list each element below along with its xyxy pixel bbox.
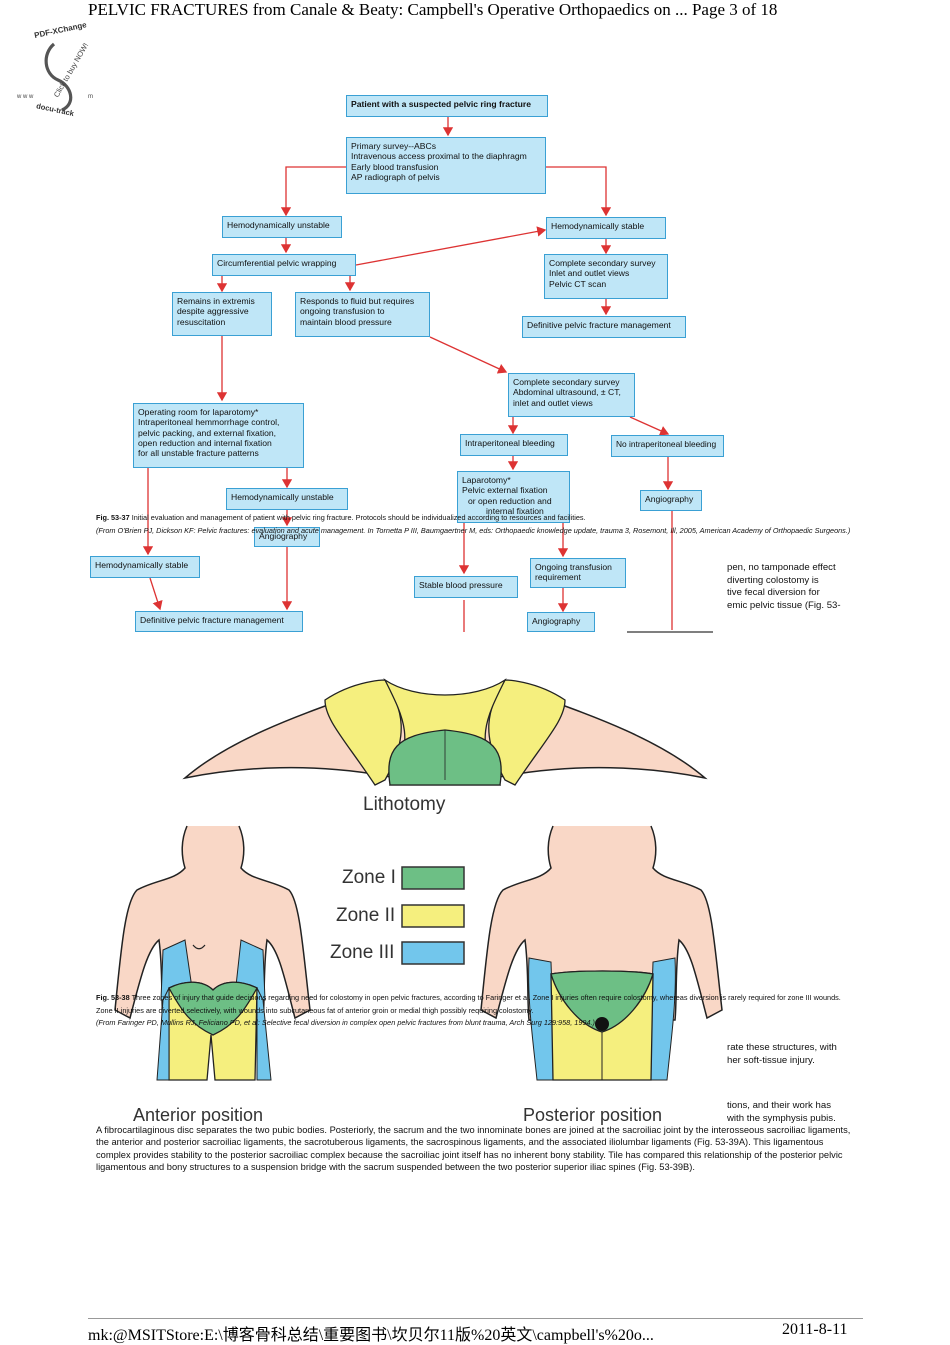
- text-line: emic pelvic tissue (Fig. 53-: [727, 599, 841, 611]
- lithotomy-label: Lithotomy: [363, 794, 446, 815]
- flow-line: Intravenous access proximal to the diaph…: [351, 151, 527, 162]
- flowchart-arrows: [142, 117, 713, 633]
- flow-line: internal fixation: [486, 505, 544, 516]
- flow-hemo-unstable-2: Hemodynamically unstable: [226, 488, 348, 510]
- flow-line: Abdominal ultrasound, ± CT,: [513, 387, 621, 398]
- flow-line: maintain blood pressure: [300, 316, 392, 327]
- body-text-fragment: rate these structures, with her soft-tis…: [727, 1042, 837, 1067]
- legend-swatch-zone-2: [401, 904, 465, 928]
- flow-line: AP radiograph of pelvis: [351, 171, 440, 182]
- flow-ongoing-transfusion: Ongoing transfusion requirement: [530, 558, 626, 588]
- flow-line: Complete secondary survey: [513, 377, 620, 387]
- flow-line: Inlet and outlet views: [549, 268, 630, 279]
- flow-line: Ongoing transfusion: [535, 562, 612, 572]
- flow-line: inlet and outlet views: [513, 397, 593, 408]
- flow-line: open reduction and internal fixation: [138, 437, 272, 448]
- text-line: diverting colostomy is: [727, 574, 819, 586]
- figure-53-37-caption: Fig. 53-37 Initial evaluation and manage…: [96, 512, 856, 537]
- figure-53-38-zones: Lithotomy Anterior position Posterior po…: [114, 678, 723, 1125]
- flow-line: despite aggressive: [177, 306, 249, 317]
- page-footer-date: 2011-8-11: [782, 1321, 848, 1338]
- page-header: PELVIC FRACTURES from Canale & Beaty: Ca…: [88, 0, 778, 19]
- flow-line: pelvic packing, and external fixation,: [138, 427, 277, 438]
- flow-abdominal-ultrasound: Complete secondary survey Abdominal ultr…: [508, 373, 635, 417]
- text-line: tions, and their work has: [727, 1100, 831, 1111]
- page-footer-path: mk:@MSITStore:E:\博客骨科总结\重要图书\坎贝尔11版%20英文…: [88, 1327, 654, 1344]
- posterior-figure: Posterior position: [480, 825, 723, 1125]
- lithotomy-figure: Lithotomy: [182, 678, 708, 815]
- flow-line: ongoing transfusion to: [300, 306, 385, 317]
- pdf-xchange-watermark[interactable]: PDF-XChange Click to buy NOW! w w w docu…: [14, 18, 99, 118]
- watermark-left-letters: w w w: [16, 94, 34, 100]
- flow-line: for all unstable fracture patterns: [138, 448, 259, 459]
- flow-remains-extremis: Remains in extremis despite aggressive r…: [172, 292, 272, 336]
- flow-no-intraperitoneal-bleeding: No intraperitoneal bleeding: [611, 435, 724, 457]
- flow-hemo-unstable-1: Hemodynamically unstable: [222, 216, 342, 238]
- legend-zone-1: Zone I: [342, 867, 396, 888]
- flow-primary-survey: Primary survey--ABCs Intravenous access …: [346, 137, 546, 194]
- text-line: tive fecal diversion for: [727, 587, 820, 598]
- anterior-figure: Anterior position: [114, 825, 311, 1125]
- flow-operating-room: Operating room for laparotomy* Intraperi…: [133, 403, 304, 468]
- text-line: her soft-tissue injury.: [727, 1054, 815, 1066]
- fig-caption-source: (From Faringer PD, Mullins RJ, Feliciano…: [96, 1018, 595, 1027]
- legend-swatch-zone-1: [401, 866, 465, 890]
- flow-line: Laparotomy*: [462, 475, 511, 485]
- posterior-label: Posterior position: [523, 1105, 662, 1125]
- fig-caption-source: (From O'Brien PJ, Dickson KF: Pelvic fra…: [96, 525, 851, 535]
- flow-responds-fluid: Responds to fluid but requires ongoing t…: [295, 292, 430, 337]
- flow-laparotomy: Laparotomy* Pelvic external fixation or …: [457, 471, 570, 523]
- fig-caption-text: Three zones of injury that guide decisio…: [96, 993, 841, 1015]
- flow-secondary-survey-ct: Complete secondary survey Inlet and outl…: [544, 254, 668, 299]
- fig-label: Fig. 53-37: [96, 513, 130, 522]
- flow-line: or open reduction and: [468, 495, 552, 506]
- flow-patient-suspected: Patient with a suspected pelvic ring fra…: [346, 95, 548, 117]
- flow-angiography-3: Angiography: [527, 612, 595, 632]
- legend-zone-2: Zone II: [336, 905, 395, 926]
- flow-line: Primary survey--ABCs: [351, 141, 436, 151]
- flow-pelvic-wrapping: Circumferential pelvic wrapping: [212, 254, 356, 276]
- zone-legend: Zone I Zone II Zone III: [330, 866, 465, 965]
- body-paragraph: A fibrocartilaginous disc separates the …: [96, 1125, 851, 1172]
- flow-line: requirement: [535, 572, 581, 583]
- flow-line: Pelvic CT scan: [549, 278, 607, 289]
- body-text-fragment: tions, and their work has with the symph…: [727, 1100, 836, 1125]
- fig-label: Fig. 53-38: [96, 993, 130, 1002]
- flow-angiography-2: Angiography: [254, 527, 320, 547]
- flow-line: resuscitation: [177, 316, 226, 327]
- anterior-label: Anterior position: [133, 1105, 263, 1125]
- fig-caption-text: Initial evaluation and management of pat…: [131, 513, 586, 522]
- text-line: rate these structures, with: [727, 1042, 837, 1053]
- flow-line: Early blood transfusion: [351, 161, 439, 172]
- flow-line: Complete secondary survey: [549, 258, 656, 268]
- text-line: with the symphysis pubis.: [727, 1112, 836, 1124]
- flow-definitive-mgmt-1: Definitive pelvic fracture management: [522, 316, 686, 338]
- text-line: pen, no tamponade effect: [727, 562, 836, 573]
- flow-line: Intraperitoneal hemmorrhage control,: [138, 417, 280, 428]
- flow-stable-bp: Stable blood pressure: [414, 576, 518, 598]
- flow-angiography-1: Angiography: [640, 490, 702, 511]
- legend-zone-3: Zone III: [330, 942, 394, 963]
- flow-intraperitoneal-bleeding: Intraperitoneal bleeding: [460, 434, 568, 456]
- flow-line: Remains in extremis: [177, 296, 255, 306]
- legend-swatch-zone-3: [401, 941, 465, 965]
- flow-line: Pelvic external fixation: [462, 485, 548, 496]
- watermark-suffix: m: [88, 94, 93, 100]
- flow-hemo-stable-2: Hemodynamically stable: [90, 556, 200, 578]
- flow-line: Operating room for laparotomy*: [138, 407, 259, 417]
- flow-line: Responds to fluid but requires: [300, 296, 415, 306]
- flow-hemo-stable-1: Hemodynamically stable: [546, 217, 666, 239]
- figure-53-38-caption: Fig. 53-38 Three zones of injury that gu…: [96, 992, 856, 1030]
- body-text-fragment: pen, no tamponade effect diverting colos…: [727, 562, 841, 612]
- flow-definitive-mgmt-2: Definitive pelvic fracture management: [135, 611, 303, 632]
- footer-divider: [88, 1318, 863, 1319]
